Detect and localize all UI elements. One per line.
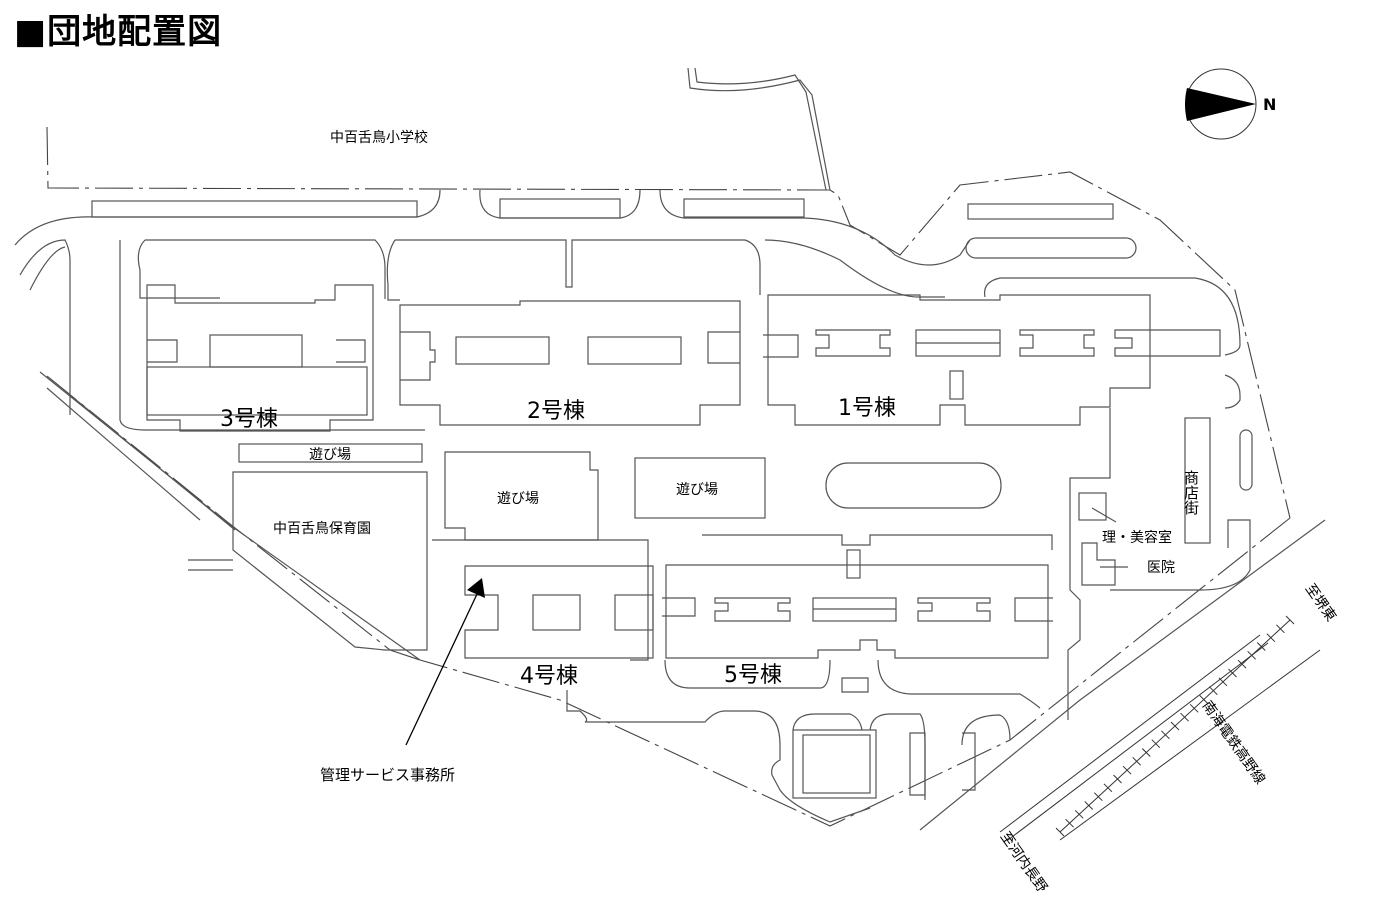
- to-sakaihigashi-label: 至堺東: [1302, 581, 1339, 625]
- east-lane: [1110, 519, 1251, 591]
- site-boundary: [46, 126, 1291, 827]
- building-5-label: 5号棟: [724, 663, 782, 688]
- parking-top: [91, 198, 1137, 259]
- outer-road-east: [919, 519, 1326, 831]
- management-office-pointer: 管理サービス事務所: [320, 578, 485, 784]
- barber-shop: 理・美容室: [1078, 492, 1172, 546]
- playground-small-label: 遊び場: [309, 447, 351, 463]
- building-2: 2号棟: [399, 300, 741, 426]
- clinic: 医院: [1081, 542, 1175, 586]
- compass-label: N: [1263, 95, 1276, 114]
- railway-track: [1059, 619, 1291, 833]
- perimeter-road: [14, 189, 1241, 431]
- south-facilities: [566, 690, 1011, 823]
- building-4-label: 4号棟: [520, 664, 578, 689]
- north-road: [687, 67, 831, 191]
- railway: [999, 615, 1321, 841]
- page-title: ■団地配置図: [14, 12, 223, 52]
- playground-small: 遊び場: [238, 443, 423, 463]
- nursery: 中百舌鳥保育園: [232, 471, 428, 651]
- school-label: 中百舌鳥小学校: [330, 129, 428, 146]
- building-3-label: 3号棟: [220, 407, 278, 432]
- shopping-street-label: 商店街: [1182, 470, 1200, 515]
- north-arrow-icon: N: [1185, 68, 1276, 140]
- nursery-label: 中百舌鳥保育園: [273, 521, 371, 537]
- building-4: 4号棟: [432, 539, 654, 689]
- east-road: [1067, 408, 1111, 720]
- playground-center-label: 遊び場: [676, 482, 718, 498]
- clinic-label: 医院: [1147, 560, 1175, 576]
- building-3: 3号棟: [146, 284, 374, 432]
- to-kawachinagano-label: 至河内長野: [997, 829, 1050, 896]
- building-1: 1号棟: [763, 294, 1221, 426]
- management-office-label: 管理サービス事務所: [320, 766, 455, 784]
- playground-center: 遊び場: [634, 457, 766, 519]
- central-oval: [825, 462, 1002, 509]
- building-5: 5号棟: [662, 534, 1053, 709]
- building-1-label: 1号棟: [838, 396, 896, 421]
- railway-label: 南海電鉄高野線: [1199, 698, 1269, 788]
- barber-label: 理・美容室: [1102, 529, 1172, 546]
- shopping-street: 商店街: [1182, 417, 1253, 544]
- building-2-label: 2号棟: [527, 399, 585, 424]
- playground-mid: 遊び場: [444, 451, 599, 541]
- playground-mid-label: 遊び場: [497, 491, 539, 507]
- west-road: [39, 371, 421, 661]
